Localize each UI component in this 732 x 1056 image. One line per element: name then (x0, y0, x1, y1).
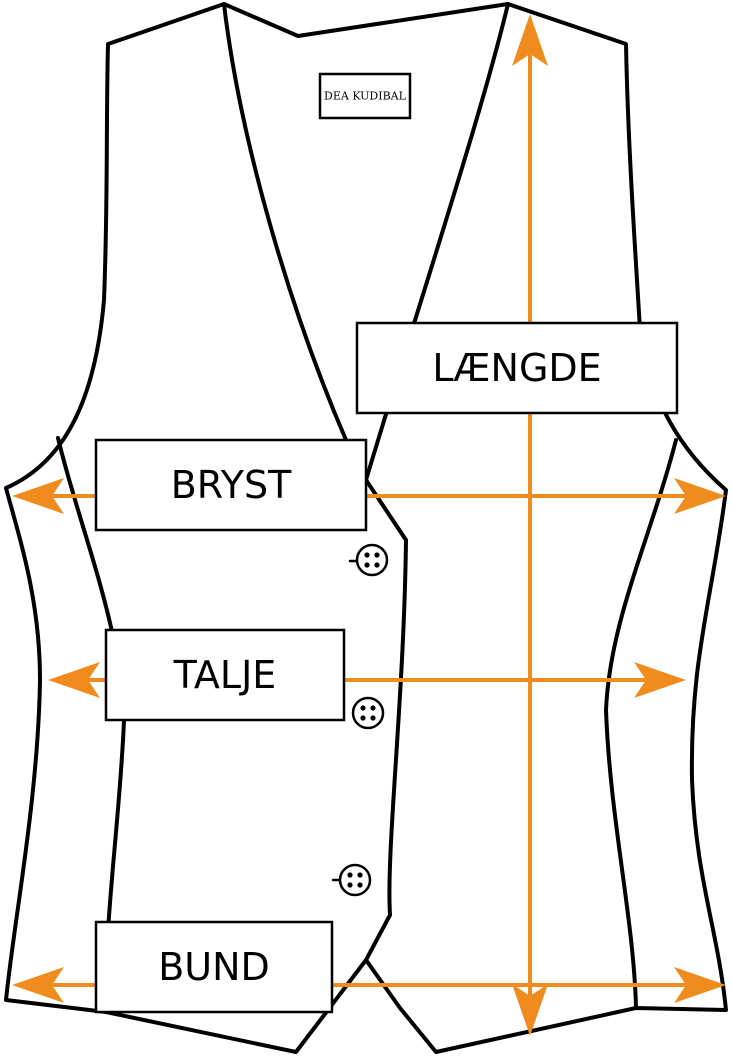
bund-arrow-head-right (674, 967, 726, 1003)
laengde-arrow-head-top (512, 14, 548, 66)
talje-arrow-head-left (48, 662, 100, 698)
bryst-label-box (94, 438, 368, 532)
laengde-label-text: LÆNGDE (432, 346, 601, 390)
right-side-seam (604, 438, 678, 1010)
bund-label-box (94, 920, 334, 1014)
bund-arrow-head-left (12, 967, 64, 1003)
laengde-arrow-head-bottom (512, 984, 548, 1036)
talje-label-box (104, 628, 346, 722)
button-middle (351, 696, 385, 730)
brand-tag-box (318, 72, 412, 120)
four-hole-button-icon (351, 696, 385, 730)
four-hole-button-icon (348, 543, 389, 577)
laengde-label-box (355, 321, 679, 415)
brand-tag: DEA KUDIBAL (318, 72, 412, 120)
brand-tag-text: DEA KUDIBAL (324, 90, 407, 103)
right-front-edge (364, 2, 510, 962)
bryst-arrow-head-right (674, 478, 726, 514)
left-front-edge (222, 2, 348, 442)
bryst-label: BRYST (94, 438, 368, 532)
laengde-label: LÆNGDE (355, 321, 679, 415)
button-top (355, 543, 389, 577)
talje-label: TALJE (104, 628, 346, 722)
button-bottom (338, 863, 372, 897)
bryst-arrow-head-left (12, 478, 64, 514)
four-hole-button-icon (331, 863, 372, 897)
talje-arrow-head-right (634, 662, 686, 698)
laengde-measurement (512, 14, 548, 1036)
bund-label-text: BUND (158, 945, 270, 989)
bund-label: BUND (94, 920, 334, 1014)
bryst-label-text: BRYST (171, 463, 292, 507)
talje-label-text: TALJE (173, 653, 277, 697)
